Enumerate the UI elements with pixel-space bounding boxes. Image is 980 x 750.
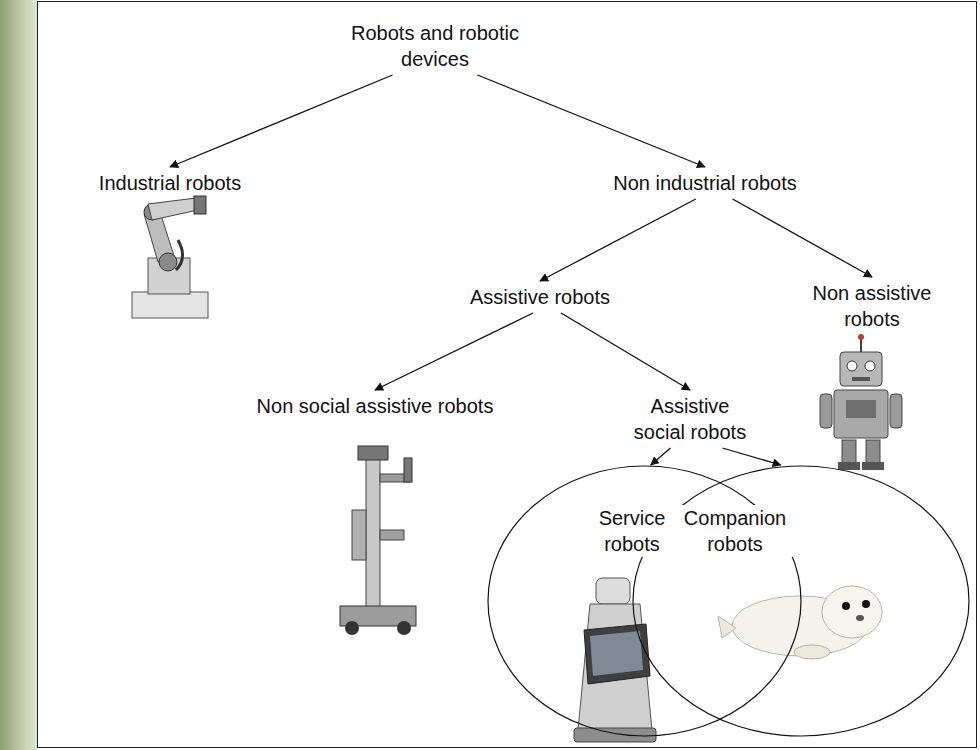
toy-robot [820,334,902,470]
circle-outline [488,466,801,736]
node-text: Robots and robotic devices [350,20,520,72]
robot-leg [866,440,880,464]
robot-wheel [397,621,411,635]
node-text: Assistive robots [470,284,610,310]
robot-panel [846,400,876,418]
robot-screen [584,624,650,684]
category-label: Industrial robots [99,170,241,196]
node-text: Industrial robots [99,170,241,196]
category-circle: Companion robots [632,465,970,737]
robot-arm [380,530,404,540]
arrow-connector [540,199,696,281]
node-text: Service robots [587,505,677,557]
circle-text-holder: Companion robots [675,505,795,557]
robot-base [574,728,656,742]
robot-cable [176,240,183,270]
arrow-connector [478,75,706,167]
robot-base [132,292,208,318]
antenna-tip [858,334,864,340]
mobile-manipulator [340,446,416,635]
node-text: Non social assistive robots [257,393,494,419]
robot-display [590,631,643,676]
robot-forearm [148,198,198,220]
node-text: Non industrial robots [613,170,796,196]
robot-wrist [194,196,206,214]
slide-strip [0,0,37,750]
robot-eye [865,361,875,371]
robot-camera [358,446,388,460]
robot-joint [159,253,177,271]
circle-text-holder: Service robots [587,505,677,557]
robot-gripper [404,458,412,482]
category-label: Non social assistive robots [257,393,494,419]
robot-leg [842,440,856,464]
robot-head [840,352,882,386]
node-text: Companion robots [675,505,795,557]
circle-outline [633,466,969,736]
robot-wheel [345,621,359,635]
robot-eye [847,361,857,371]
node-text: Assistive social robots [625,393,755,445]
seal-nose [856,615,864,621]
seal-flipper [794,645,830,659]
arrow-connector [170,75,393,167]
robot-head [596,578,630,604]
seal-eye [842,602,850,610]
category-label: Non industrial robots [613,170,796,196]
robot-mouth [852,377,870,381]
seal-head [822,586,882,638]
arrow-connector [561,313,690,390]
robot-arm [890,394,902,428]
industrial-robot [132,196,208,318]
antenna [860,338,862,352]
category-label: Non assistive robots [797,280,947,332]
service-robot [574,578,656,742]
root-label: Robots and robotic devices [350,20,520,72]
robot-arm [352,510,366,560]
robot-body [834,390,888,438]
arrow-connector [733,199,872,277]
robot-foot [862,462,884,470]
node-text: Non assistive robots [797,280,947,332]
robot-mast [366,456,380,612]
arrow-connector [375,313,533,390]
arrow-connector [651,448,671,465]
category-label: Assistive social robots [625,393,755,445]
seal-tail [718,616,736,638]
category-label: Assistive robots [470,284,610,310]
robot-foot [838,462,860,470]
arrow-connector [723,448,781,465]
seal-robot [718,586,882,659]
robot-body [578,604,652,730]
seal-eye [862,600,870,608]
robot-arm [820,394,832,428]
frame [38,2,977,748]
